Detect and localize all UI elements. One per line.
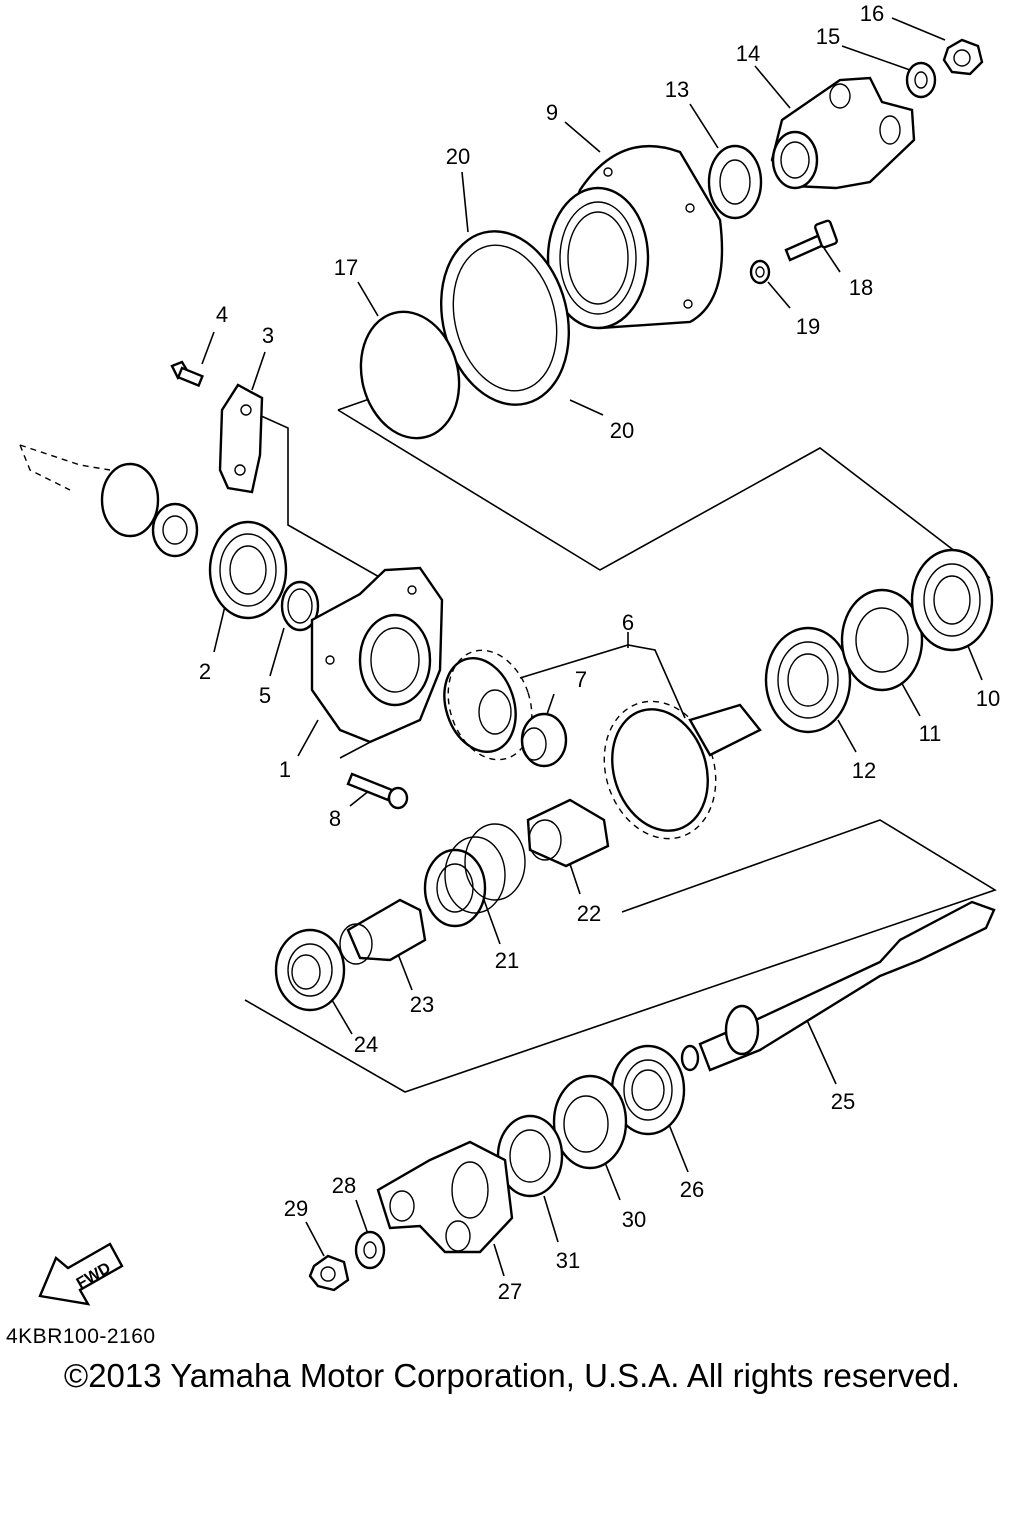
- part-8-bolt: [346, 772, 409, 810]
- callout-12: 12: [852, 758, 876, 783]
- callout-3: 3: [262, 323, 274, 348]
- part-3-lock-plate: [218, 383, 264, 494]
- callout-17: 17: [334, 255, 358, 280]
- part-21-spring: [423, 823, 526, 928]
- callout-13: 13: [665, 77, 689, 102]
- callout-21: 21: [495, 948, 519, 973]
- part-18-bolt: [784, 219, 838, 262]
- part-22-sleeve: [526, 798, 610, 868]
- callout-14: 14: [736, 41, 760, 66]
- part-11-ring-nut: [840, 588, 924, 692]
- callout-8: 8: [329, 806, 341, 831]
- part-28-washer: [354, 1230, 386, 1270]
- callout-5: 5: [259, 683, 271, 708]
- part-23-collar: [339, 898, 427, 965]
- fwd-arrow-icon: FWD: [38, 1242, 124, 1306]
- callout-7: 7: [575, 667, 587, 692]
- part-19-washer: [749, 259, 771, 285]
- callout-22: 22: [577, 901, 601, 926]
- callout-29: 29: [284, 1196, 308, 1221]
- callout-28: 28: [332, 1173, 356, 1198]
- callout-24: 24: [354, 1032, 378, 1057]
- input-shaft-dashed: [19, 444, 199, 558]
- diagram-code: 4KBR100-2160: [6, 1325, 156, 1348]
- part-10-bearing: [910, 548, 994, 652]
- callout-20-lower: 20: [610, 418, 634, 443]
- part-30-ring-nut: [552, 1074, 628, 1170]
- callout-18: 18: [849, 275, 873, 300]
- callout-19: 19: [796, 314, 820, 339]
- callout-26: 26: [680, 1177, 704, 1202]
- callout-1: 1: [279, 757, 291, 782]
- part-5-circlip: [280, 580, 320, 632]
- callout-11: 11: [919, 721, 942, 746]
- callout-23: 23: [410, 992, 434, 1017]
- callout-9: 9: [546, 100, 558, 125]
- part-2-bearing: [208, 520, 288, 620]
- part-4-screw: [170, 360, 204, 388]
- part-25-output-shaft: [680, 900, 996, 1072]
- part-6-gear-set: [443, 649, 762, 840]
- part-16-nut: [942, 38, 984, 76]
- part-17-o-ring: [359, 310, 461, 440]
- part-15-washer: [905, 61, 937, 99]
- part-7-collar: [520, 712, 568, 768]
- callout-4: 4: [216, 302, 228, 327]
- callout-25: 25: [831, 1089, 855, 1114]
- callout-6: 6: [622, 610, 634, 635]
- callout-31: 31: [556, 1248, 580, 1273]
- assembly-frame-lower: [244, 819, 997, 1093]
- part-24-bearing: [274, 928, 346, 1012]
- part-20-gasket: [439, 230, 571, 406]
- part-12-bearing: [764, 626, 852, 734]
- callout-2: 2: [199, 659, 211, 684]
- part-13-oil-seal: [707, 144, 763, 220]
- callout-27: 27: [498, 1279, 522, 1304]
- callout-30: 30: [622, 1207, 646, 1232]
- part-29-nut: [308, 1254, 350, 1292]
- callout-labels: 1 2 3 4 5 6 7 8 9 10 11 12 13 14 15 16 1…: [199, 1, 1000, 1304]
- copyright-notice: ©2013 Yamaha Motor Corporation, U.S.A. A…: [63, 1357, 961, 1394]
- callout-16: 16: [860, 1, 884, 26]
- part-27-yoke: [376, 1140, 514, 1254]
- callout-20-upper: 20: [446, 144, 470, 169]
- part-9-bearing-housing: [546, 144, 724, 330]
- part-14-yoke: [770, 76, 916, 190]
- callout-10: 10: [976, 686, 1000, 711]
- callout-15: 15: [816, 24, 840, 49]
- part-1-retainer: [310, 566, 444, 744]
